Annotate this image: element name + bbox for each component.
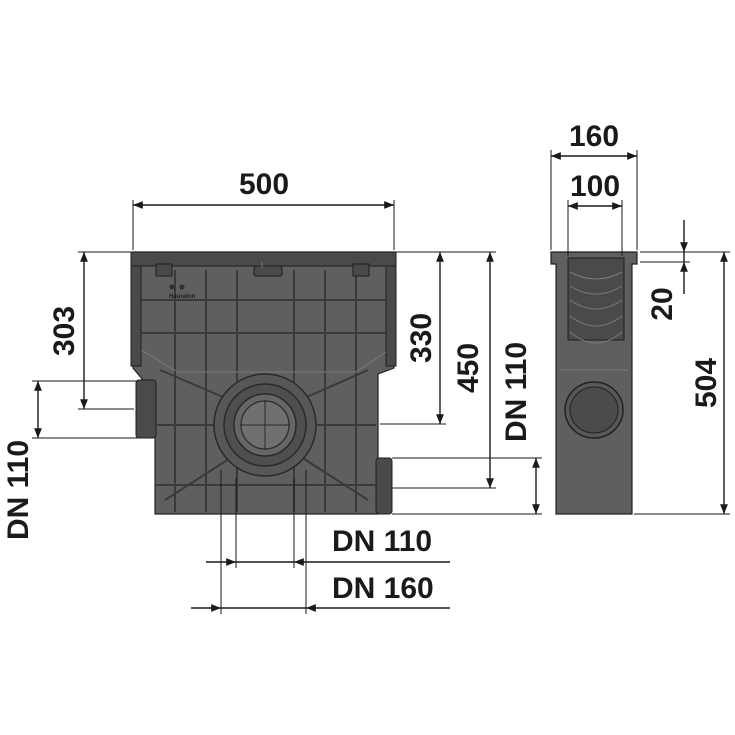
dim-160-label: 160 bbox=[569, 120, 619, 153]
central-outlet bbox=[213, 373, 317, 477]
dim-500-label: 500 bbox=[239, 168, 289, 201]
dim-20: 20 bbox=[640, 220, 690, 321]
dim-dn110-bottom-label: DN 110 bbox=[332, 525, 432, 558]
front-left-flange bbox=[130, 265, 142, 367]
dim-dn110-right: DN 110 bbox=[392, 342, 542, 515]
side-view bbox=[550, 251, 638, 515]
dim-dn110-bottom: DN 110 bbox=[206, 478, 450, 568]
logo-dot-right bbox=[179, 284, 185, 290]
dim-dn110-left: DN 110 bbox=[2, 380, 138, 540]
front-horizontal-ribs bbox=[141, 299, 386, 486]
dim-dn160-bottom: DN 160 bbox=[191, 470, 450, 614]
dim-dn160-bottom-label: DN 160 bbox=[332, 572, 434, 605]
clip-right bbox=[352, 263, 370, 277]
dim-450: 450 bbox=[392, 251, 496, 489]
logo-dot-left bbox=[169, 284, 175, 290]
dim-450-label: 450 bbox=[452, 343, 485, 393]
logo-text: Hauraton bbox=[169, 294, 196, 300]
dim-dn110-left-label: DN 110 bbox=[2, 440, 35, 540]
dim-160: 160 bbox=[550, 120, 638, 250]
side-inner-opening bbox=[567, 257, 625, 341]
dim-504-label: 504 bbox=[690, 358, 723, 408]
front-view: Hauraton bbox=[130, 251, 397, 515]
front-diagonal-ribs bbox=[159, 369, 369, 501]
dim-504: 504 bbox=[634, 251, 730, 515]
dim-303-label: 303 bbox=[48, 306, 81, 356]
dim-20-label: 20 bbox=[646, 287, 679, 320]
side-outlet bbox=[564, 381, 624, 439]
dim-100: 100 bbox=[567, 170, 623, 256]
front-shoulder bbox=[140, 349, 387, 373]
clip-left bbox=[155, 263, 173, 277]
front-right-flange bbox=[385, 265, 397, 367]
dim-500: 500 bbox=[132, 168, 395, 250]
dim-330-label: 330 bbox=[405, 313, 438, 363]
dim-330: 330 bbox=[380, 251, 446, 425]
left-outlet-stub bbox=[135, 379, 157, 439]
clip-center bbox=[253, 265, 283, 277]
dim-100-label: 100 bbox=[570, 170, 620, 203]
right-outlet-stub bbox=[375, 457, 393, 515]
dim-dn110-right-label: DN 110 bbox=[500, 342, 533, 442]
side-curved-ribs bbox=[569, 271, 623, 344]
dim-303: 303 bbox=[48, 251, 134, 410]
